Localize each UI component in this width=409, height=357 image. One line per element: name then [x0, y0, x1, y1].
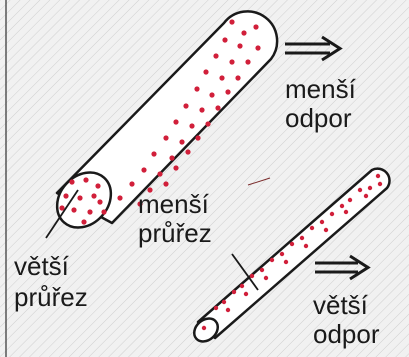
particle-dot [205, 121, 210, 126]
particle-dot [241, 30, 246, 35]
particle-dot [324, 228, 328, 232]
label-larger-resistance-line1: větší [313, 290, 368, 320]
label-larger-resistance-line2: odpor [313, 319, 380, 349]
particle-dot [304, 244, 308, 248]
particle-dot [173, 119, 178, 124]
particle-dot [364, 194, 368, 198]
particle-dot [95, 183, 100, 188]
label-larger-cross-section-line2: průřez [14, 282, 88, 312]
particle-dot [300, 236, 304, 240]
particle-dot [330, 212, 334, 216]
particle-dot [169, 155, 174, 160]
particle-dot [240, 284, 244, 288]
particle-dot [71, 207, 76, 212]
particle-dot [237, 43, 242, 48]
particle-dot [129, 181, 134, 186]
particle-dot [69, 179, 74, 184]
particle-dot [376, 174, 380, 178]
particle-dot [199, 107, 204, 112]
particle-dot [185, 149, 190, 154]
particle-dot [358, 188, 362, 192]
particle-dot [222, 37, 227, 42]
particle-dot [290, 242, 294, 246]
particle-dot [194, 86, 199, 91]
particle-dot [280, 252, 284, 256]
particle-dot [151, 151, 156, 156]
particle-dot [179, 139, 184, 144]
particle-dot [225, 89, 230, 94]
particle-dot [77, 195, 82, 200]
particle-dot [81, 219, 86, 224]
particle-dot [195, 135, 200, 140]
particle-dot [63, 193, 68, 198]
particle-dot [203, 69, 208, 74]
particle-dot [244, 292, 248, 296]
label-smaller-resistance-line2: odpor [285, 103, 352, 133]
particle-dot [189, 123, 194, 128]
particle-dot [219, 75, 224, 80]
label-smaller-resistance-line1: menší [285, 74, 356, 104]
particle-dot [235, 75, 240, 80]
particle-dot [284, 260, 288, 264]
particle-dot [87, 209, 92, 214]
particle-dot [163, 181, 168, 186]
particle-dot [222, 300, 226, 304]
particle-dot [101, 209, 106, 214]
particle-dot [250, 274, 254, 278]
particle-dot [209, 92, 214, 97]
particle-dot [232, 290, 236, 294]
particle-dot [368, 186, 372, 190]
particle-dot [229, 59, 234, 64]
particle-dot [348, 198, 352, 202]
particle-dot [91, 193, 96, 198]
particle-dot [202, 326, 206, 330]
particle-dot [260, 268, 264, 272]
particle-dot [157, 171, 162, 176]
label-smaller-cross-section-line1: menší [138, 189, 209, 219]
particle-dot [320, 220, 324, 224]
particle-dot [214, 306, 218, 310]
particle-dot [344, 210, 348, 214]
particle-dot [255, 45, 260, 50]
particle-dot [229, 19, 234, 24]
particle-dot [173, 165, 178, 170]
particle-dot [215, 105, 220, 110]
particle-dot [163, 135, 168, 140]
particle-dot [245, 59, 250, 64]
particle-dot [310, 226, 314, 230]
particle-dot [270, 258, 274, 262]
particle-dot [253, 24, 258, 29]
label-larger-cross-section-line1: větší [14, 251, 69, 281]
particle-dot [378, 182, 382, 186]
particle-dot [340, 204, 344, 208]
particle-dot [264, 276, 268, 280]
particle-dot [97, 199, 102, 204]
particle-dot [183, 103, 188, 108]
particle-dot [226, 308, 230, 312]
particle-dot [117, 195, 122, 200]
label-smaller-cross-section-line2: průřez [138, 218, 212, 248]
particle-dot [213, 53, 218, 58]
particle-dot [83, 177, 88, 182]
particle-dot [141, 167, 146, 172]
